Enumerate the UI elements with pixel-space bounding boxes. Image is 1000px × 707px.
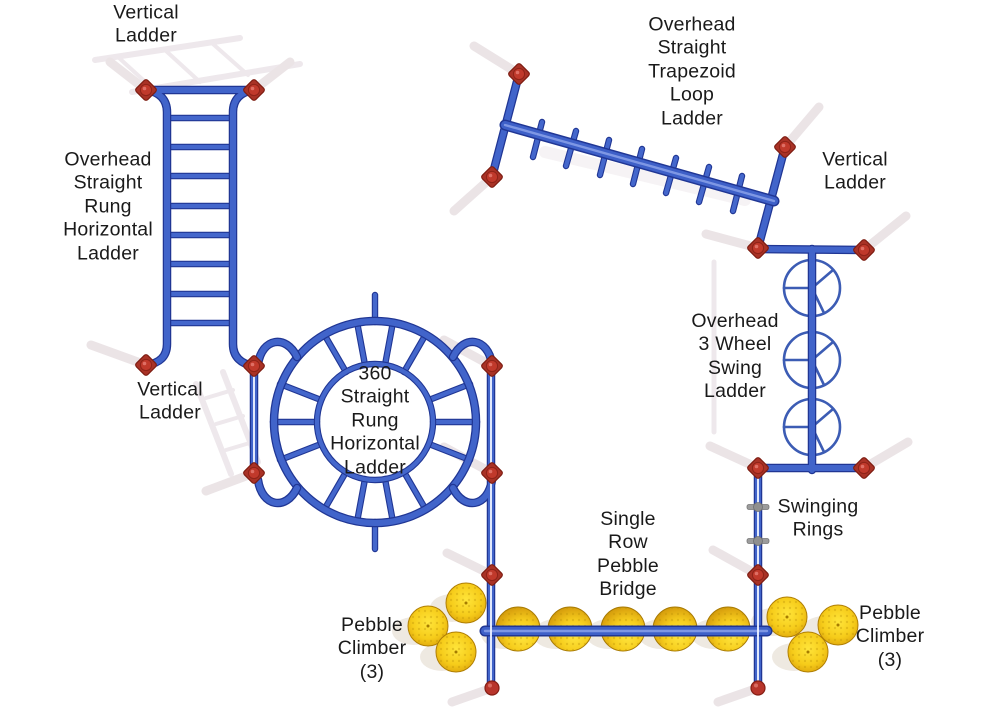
label-pebble-climber-right: Pebble Climber (3) — [855, 601, 925, 671]
label-vertical-ladder-w: Vertical Ladder — [137, 378, 203, 424]
pebble-climber-left-graphic — [407, 582, 487, 673]
label-overhead-straight-rung-horizontal-ladder: Overhead Straight Rung Horizontal Ladder — [63, 148, 153, 265]
label-pebble-climber-left: Pebble Climber (3) — [337, 613, 407, 683]
swinging-ring-clamps — [746, 502, 770, 546]
label-single-row-pebble-bridge: Single Row Pebble Bridge — [597, 508, 659, 601]
label-vertical-ladder-nw: Vertical Ladder — [113, 1, 179, 47]
label-swinging-rings: Swinging Rings — [777, 495, 859, 541]
label-overhead-3-wheel-swing-ladder: Overhead 3 Wheel Swing Ladder — [691, 310, 779, 403]
3-wheel-swing-ladder-graphic — [758, 249, 864, 470]
label-vertical-ladder-e: Vertical Ladder — [822, 148, 888, 194]
label-overhead-straight-trapezoid-loop-ladder: Overhead Straight Trapezoid Loop Ladder — [648, 13, 736, 130]
360-ladder-graphic — [258, 295, 492, 686]
label-360-straight-rung-horizontal-ladder: 360 Straight Rung Horizontal Ladder — [330, 362, 420, 479]
trapezoid-loop-ladder-graphic — [492, 74, 785, 248]
